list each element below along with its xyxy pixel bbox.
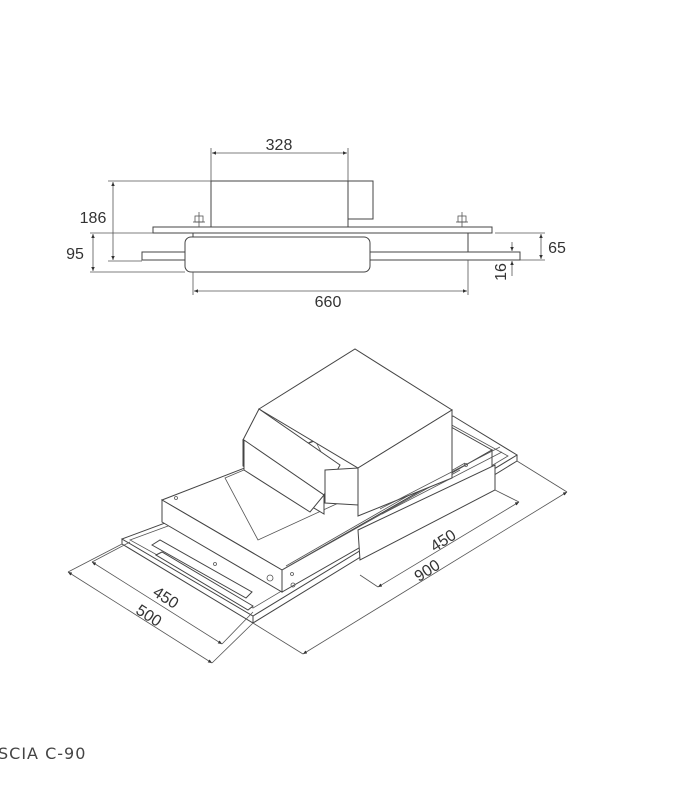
isometric-view: 500 450 900 450 — [67, 348, 568, 664]
dim-450-right: 450 — [428, 527, 460, 556]
left-flange — [141, 251, 186, 261]
top-plate — [152, 226, 493, 234]
dim-16: 16 — [493, 263, 510, 281]
duct-box — [210, 180, 349, 228]
outlet-connector — [324, 467, 359, 506]
side-view: 328 186 95 65 16 660 — [66, 137, 566, 311]
dim-328: 328 — [266, 137, 293, 154]
dim-95: 95 — [66, 246, 84, 263]
hood-body — [184, 236, 371, 273]
dim-500: 500 — [133, 602, 165, 631]
dim-65: 65 — [548, 240, 566, 257]
duct-outlet — [347, 180, 374, 220]
dim-450-left: 450 — [150, 584, 182, 613]
bolt-right — [456, 212, 468, 227]
dim-900: 900 — [412, 557, 444, 586]
dim-186: 186 — [80, 210, 107, 227]
model-label: SCIA C-90 — [0, 744, 87, 763]
dim-660: 660 — [315, 294, 342, 311]
right-flange — [369, 251, 521, 261]
bolt-left — [193, 212, 205, 227]
